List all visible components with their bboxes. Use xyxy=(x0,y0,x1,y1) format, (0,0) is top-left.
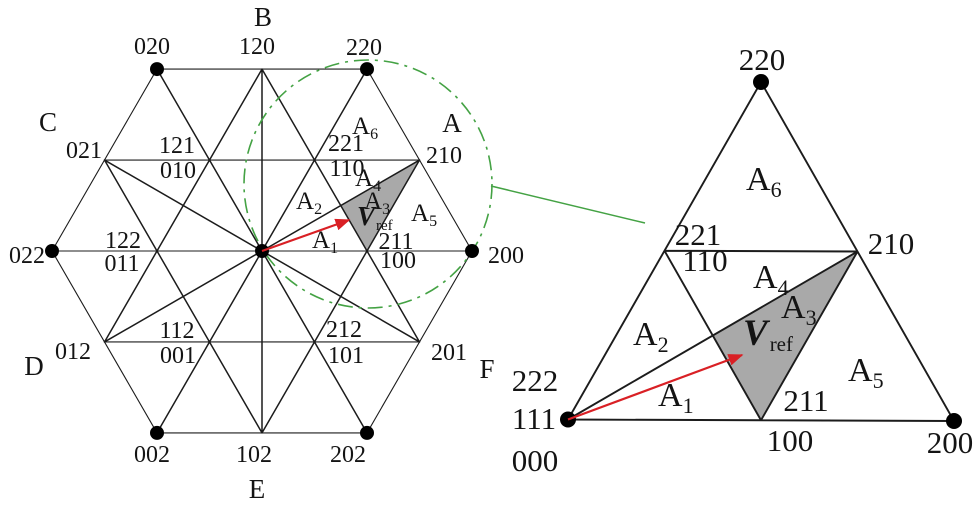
vertex-label-002: 002 xyxy=(134,442,170,468)
vertex-label-020: 020 xyxy=(134,34,170,60)
region-label-A5-right: A5 xyxy=(848,352,884,393)
shaded-region-A3-left xyxy=(340,160,420,251)
region-label-A1-right: A1 xyxy=(658,377,694,418)
inner-label-100: 100 xyxy=(380,248,416,274)
inner-label-221-right: 221 xyxy=(675,217,722,252)
vertex-dot-200-right xyxy=(946,413,962,429)
region-label-A3-left: A3 xyxy=(364,188,390,218)
vertex-dot-202 xyxy=(360,425,374,440)
sector-label-D: D xyxy=(24,351,44,381)
vertex-label-021: 021 xyxy=(66,138,102,164)
vertex-label-120: 120 xyxy=(239,34,275,60)
region-label-A6-left: A6 xyxy=(352,113,378,143)
inner-label-110-right: 110 xyxy=(682,243,727,278)
inner-label-010: 010 xyxy=(160,158,196,184)
vertex-label-200-right: 200 xyxy=(927,425,974,460)
region-label-A4-right: A4 xyxy=(753,259,789,300)
origin-label-000: 000 xyxy=(512,443,559,478)
inner-label-121: 121 xyxy=(159,133,195,159)
vref-label-right: Vref xyxy=(743,313,793,356)
vref-arrow-left xyxy=(261,218,351,253)
region-label-A1-left: A1 xyxy=(312,227,338,257)
vertex-label-210-right: 210 xyxy=(868,226,915,261)
inner-label-122: 122 xyxy=(105,228,141,254)
inner-label-001: 001 xyxy=(160,343,196,369)
region-label-A2-left: A2 xyxy=(296,188,322,218)
zoom-circle xyxy=(243,59,493,309)
sector-label-C: C xyxy=(39,107,57,137)
inner-label-221: 221 xyxy=(328,131,364,157)
origin-label-111: 111 xyxy=(512,401,556,436)
vertex-label-200: 200 xyxy=(488,243,524,269)
vertex-label-210: 210 xyxy=(426,143,462,169)
left-hexagon-diagram: B C A D F E 020 120 220 021 210 022 200 … xyxy=(9,2,646,504)
vertex-label-201: 201 xyxy=(431,340,467,366)
inner-label-211-right: 211 xyxy=(783,383,828,418)
sector-label-E: E xyxy=(249,474,266,504)
right-sector-a-diagram: 220 221 110 210 222 111 000 211 100 200 … xyxy=(512,42,974,478)
vertex-label-220-right: 220 xyxy=(739,42,786,77)
inner-label-100-right: 100 xyxy=(767,423,814,458)
region-label-A5-left: A5 xyxy=(411,200,437,230)
vertex-label-220: 220 xyxy=(346,35,382,61)
region-label-A3-right: A3 xyxy=(781,289,817,330)
vref-label-left: Vref xyxy=(357,201,393,234)
sector-a-triangle-lines xyxy=(566,80,956,422)
hexagon-vertex-dots xyxy=(45,62,479,440)
region-label-A4-left: A4 xyxy=(355,165,381,195)
sector-label-B: B xyxy=(254,2,272,32)
vertex-dot-220-right xyxy=(753,74,769,90)
vertex-label-012: 012 xyxy=(55,339,91,365)
sector-label-A: A xyxy=(442,108,462,138)
vertex-label-102: 102 xyxy=(236,442,272,468)
vertex-dot-002 xyxy=(150,425,164,440)
sector-a-vertex-dots xyxy=(560,74,962,429)
vertex-label-202: 202 xyxy=(330,442,366,468)
inner-label-110: 110 xyxy=(329,156,364,182)
inner-label-011: 011 xyxy=(104,251,139,277)
region-label-A2-right: A2 xyxy=(633,316,669,357)
vertex-dot-022 xyxy=(45,244,59,258)
vertex-dot-020 xyxy=(150,62,164,77)
sector-label-F: F xyxy=(479,354,494,384)
vertex-dot-200 xyxy=(465,244,479,258)
zoom-connector-line xyxy=(490,185,646,224)
vertex-label-022: 022 xyxy=(9,243,45,269)
vref-arrow-right xyxy=(567,353,744,421)
inner-label-211: 211 xyxy=(378,229,413,255)
region-label-A6-right: A6 xyxy=(746,161,782,202)
origin-label-222: 222 xyxy=(512,363,559,398)
inner-label-112: 112 xyxy=(159,318,194,344)
vertex-dot-220 xyxy=(360,62,374,77)
shaded-region-A3-right xyxy=(712,251,858,421)
inner-label-212: 212 xyxy=(326,317,362,343)
inner-label-101: 101 xyxy=(328,343,364,369)
